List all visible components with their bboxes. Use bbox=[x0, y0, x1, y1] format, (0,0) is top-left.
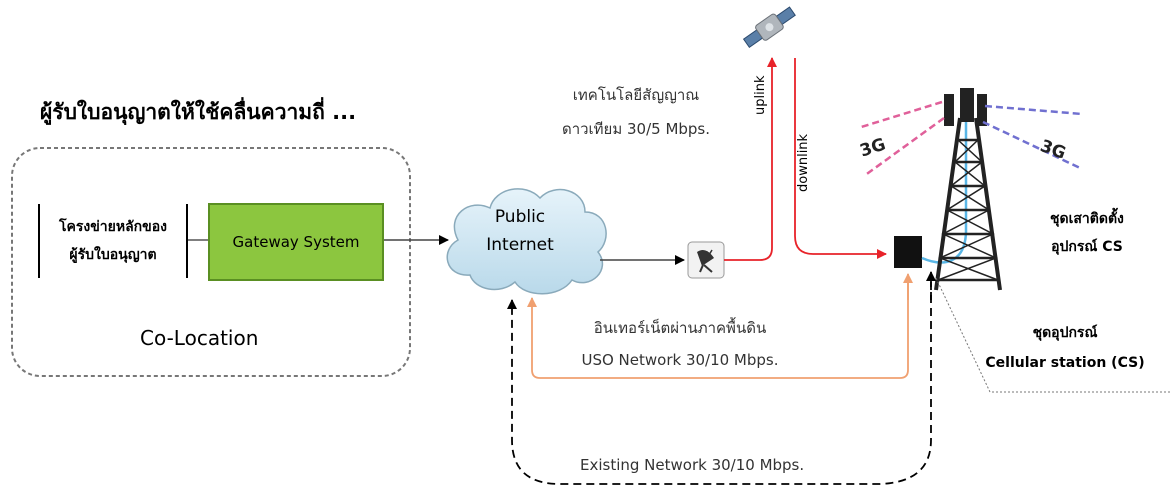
satellite-tech-line2: ดาวเทียม 30/5 Mbps. bbox=[561, 120, 711, 138]
tower-label: ชุดเสาติดตั้ง อุปกรณ์ CS bbox=[1050, 205, 1124, 261]
uplink-label: uplink bbox=[753, 75, 768, 115]
cs-label: ชุดอุปกรณ์ Cellular station (CS) bbox=[960, 318, 1170, 378]
existing-network-link bbox=[507, 282, 932, 485]
tower-line2: อุปกรณ์ CS bbox=[1051, 239, 1123, 255]
cloud-line2: Internet bbox=[486, 235, 554, 255]
diagram-title: ผู้รับใบอนุญาตให้ใช้คลื่นความถี่ ... bbox=[40, 100, 357, 124]
public-internet-cloud bbox=[446, 188, 607, 295]
terrestrial-line2: USO Network 30/10 Mbps. bbox=[581, 351, 779, 369]
backbone-line1: โครงข่ายหลักของ bbox=[59, 219, 167, 235]
cs-line2: Cellular station (CS) bbox=[985, 355, 1145, 371]
public-internet-label: Public Internet bbox=[470, 203, 570, 259]
gateway-label: Gateway System bbox=[232, 233, 360, 251]
terrestrial-line1: อินเทอร์เน็ตผ่านภาคพื้นดิน bbox=[593, 319, 767, 337]
backbone-line2: ผู้รับใบอนุญาต bbox=[69, 247, 157, 263]
gateway-system-box: Gateway System bbox=[208, 203, 384, 281]
uso-network-link bbox=[527, 282, 909, 379]
satellite-dish-icon bbox=[697, 249, 714, 273]
cloud-line1: Public bbox=[494, 207, 546, 227]
colocation-label: Co-Location bbox=[140, 326, 259, 350]
downlink-label: downlink bbox=[796, 133, 811, 192]
tower-icon bbox=[934, 88, 1002, 291]
radio-beam bbox=[857, 100, 943, 130]
cs-line1: ชุดอุปกรณ์ bbox=[1032, 325, 1098, 341]
downlink-arrow bbox=[794, 58, 887, 259]
uplink-arrow bbox=[724, 57, 777, 261]
backbone-network-box: โครงข่ายหลักของ ผู้รับใบอนุญาต bbox=[38, 204, 188, 278]
cs-box bbox=[894, 236, 922, 268]
satellite-tech-label: เทคโนโลยีสัญญาณ ดาวเทียม 30/5 Mbps. bbox=[520, 78, 752, 146]
radio-beam bbox=[984, 104, 1083, 116]
satellite-tech-line1: เทคโนโลยีสัญญาณ bbox=[572, 86, 700, 104]
cs-pointer-line bbox=[935, 277, 1170, 393]
existing-network-label: Existing Network 30/10 Mbps. bbox=[580, 456, 805, 474]
colocation-box bbox=[11, 147, 411, 377]
satellite-icon bbox=[742, 6, 796, 49]
radio-beam bbox=[982, 120, 1081, 170]
terrestrial-label: อินเทอร์เน็ตผ่านภาคพื้นดิน USO Network 3… bbox=[540, 312, 820, 376]
radio-beam bbox=[863, 116, 945, 178]
tower-line1: ชุดเสาติดตั้ง bbox=[1050, 211, 1124, 227]
